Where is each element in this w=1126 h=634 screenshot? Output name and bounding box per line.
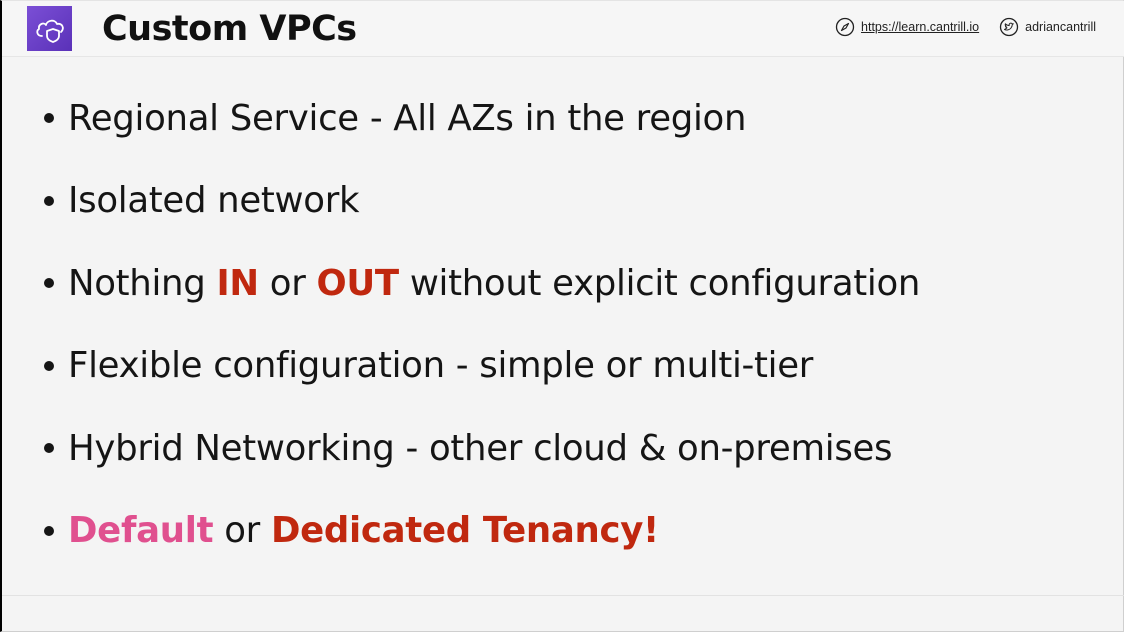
twitter-bird-icon	[999, 17, 1019, 37]
bullet-text-part: without explicit configuration	[398, 262, 921, 304]
bullet-dot-icon	[44, 525, 54, 536]
bullet-text-part: or	[258, 262, 317, 304]
bullet-emphasis: Default	[68, 510, 214, 551]
twitter-link-group[interactable]: adriancantrill	[999, 17, 1096, 37]
website-link[interactable]: https://learn.cantrill.io	[861, 20, 980, 34]
bullet-item: Default or Dedicated Tenancy!	[42, 507, 920, 555]
cloud-shield-icon	[35, 19, 64, 43]
bullet-text-part: Isolated network	[68, 180, 360, 221]
bullet-text: Default or Dedicated Tenancy!	[68, 510, 659, 551]
bullet-list: Regional Service - All AZs in the region…	[42, 94, 920, 589]
bullet-dot-icon	[44, 113, 54, 123]
bullet-emphasis: Dedicated Tenancy!	[270, 510, 659, 551]
footer-divider	[2, 595, 1124, 596]
bullet-emphasis: OUT	[316, 262, 400, 304]
bullet-item: Hybrid Networking - other cloud & on-pre…	[42, 424, 920, 472]
aws-vpc-logo	[27, 6, 72, 51]
page-title: Custom VPCs	[102, 9, 357, 49]
bullet-text-part: Flexible configuration - simple or multi…	[68, 345, 814, 386]
bullet-dot-icon	[44, 195, 54, 206]
bullet-item: Regional Service - All AZs in the region	[42, 94, 920, 142]
bullet-dot-icon	[44, 278, 54, 288]
header-links: https://learn.cantrill.io adriancantrill	[835, 17, 1096, 37]
bullet-text: Isolated network	[68, 180, 360, 221]
bullet-text: Flexible configuration - simple or multi…	[68, 345, 813, 386]
bullet-text: Nothing IN or OUT without explicit confi…	[68, 263, 920, 304]
bullet-emphasis: IN	[216, 262, 259, 304]
bullet-text: Hybrid Networking - other cloud & on-pre…	[68, 427, 893, 469]
twitter-handle[interactable]: adriancantrill	[1025, 20, 1096, 34]
bullet-text-part: or	[213, 510, 271, 551]
bullet-text-part: Regional Service - All AZs in the region	[68, 97, 747, 139]
website-link-group[interactable]: https://learn.cantrill.io	[835, 17, 979, 37]
compass-icon	[835, 17, 855, 37]
bullet-text-part: Nothing	[68, 262, 217, 304]
bullet-item: Nothing IN or OUT without explicit confi…	[42, 259, 920, 307]
slide-header: Custom VPCs https://learn.cantrill.io	[2, 1, 1124, 57]
bullet-text: Regional Service - All AZs in the region	[68, 98, 746, 139]
bullet-item: Isolated network	[42, 177, 920, 225]
bullet-dot-icon	[44, 443, 54, 453]
bullet-item: Flexible configuration - simple or multi…	[42, 342, 920, 390]
bullet-text-part: Hybrid Networking - other cloud & on-pre…	[68, 427, 893, 469]
bullet-dot-icon	[44, 360, 54, 371]
